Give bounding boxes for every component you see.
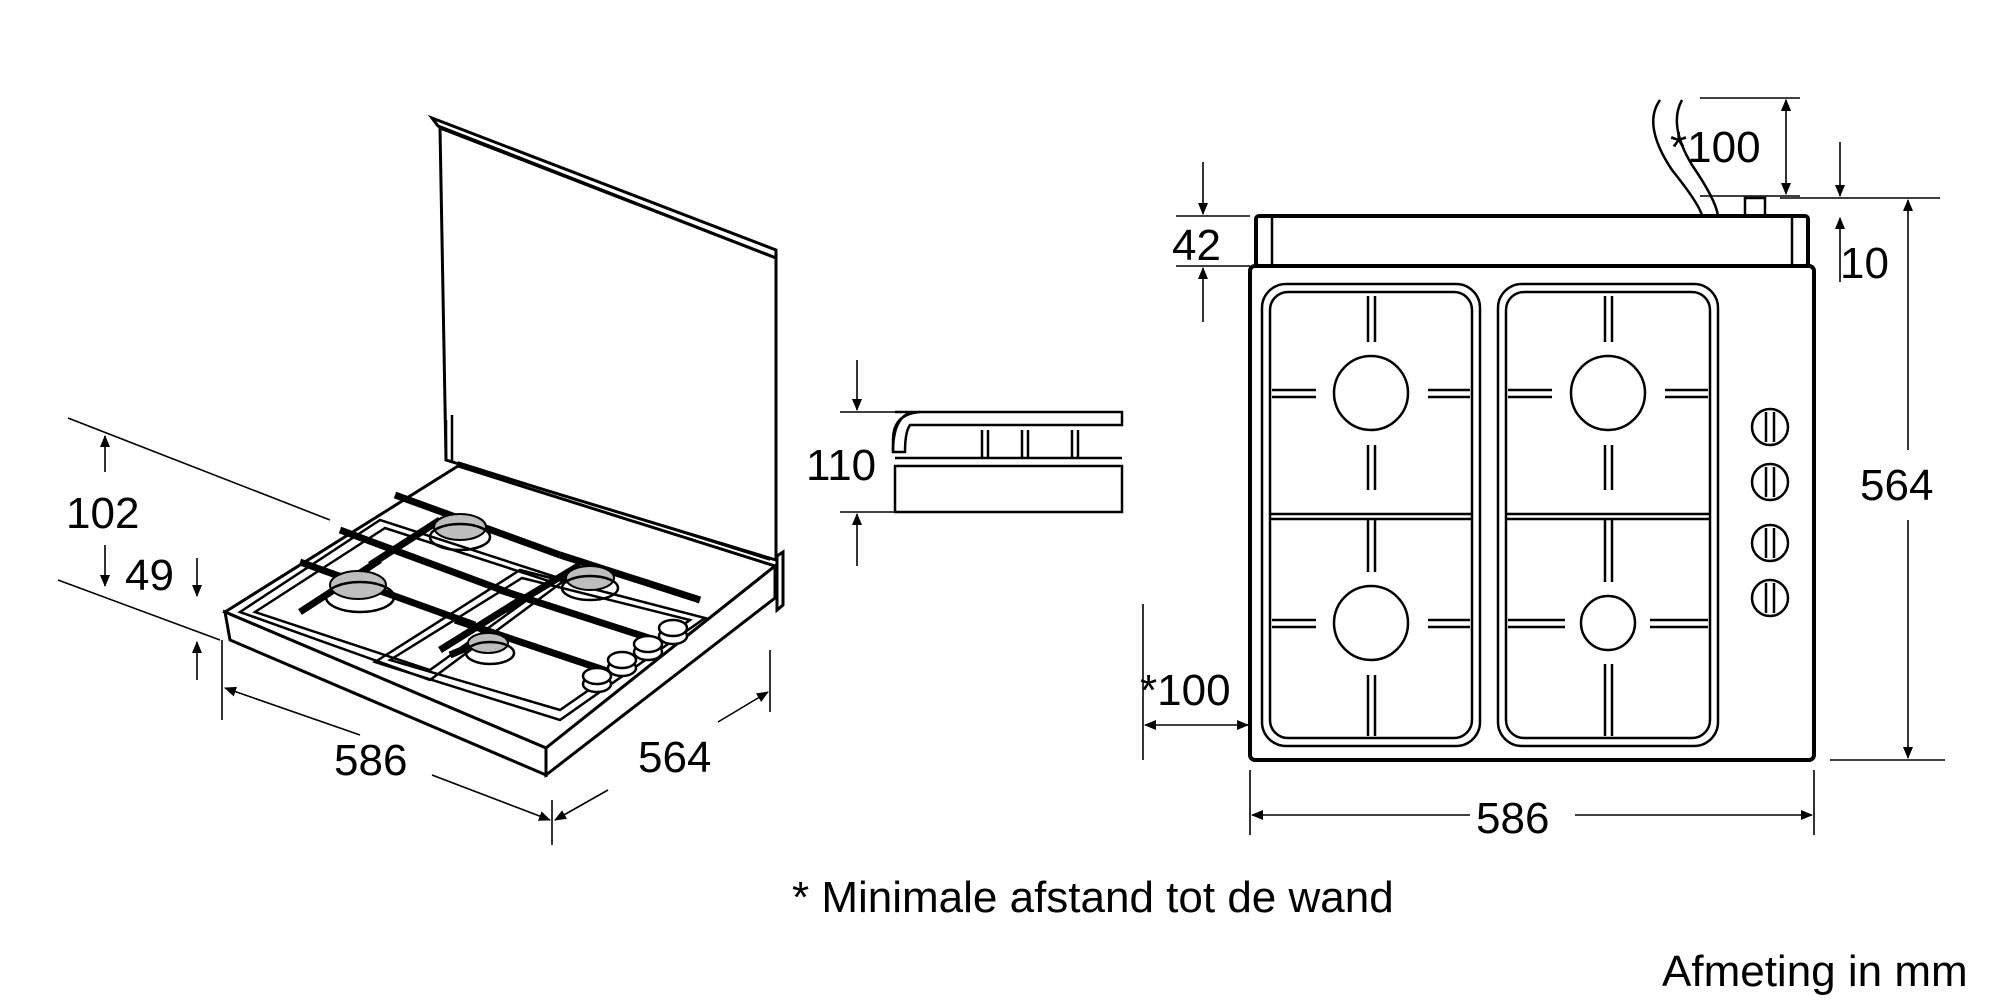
footnote: * Minimale afstand tot de wand <box>792 873 1394 922</box>
iso-width-label: 586 <box>334 736 407 785</box>
iso-lid <box>427 114 778 563</box>
top-cover-depth-label: 42 <box>1172 221 1221 270</box>
iso-hob-body <box>221 464 785 779</box>
top-burner-rear-left <box>1332 354 1410 432</box>
top-knobs <box>1750 407 1790 618</box>
top-view: 42 *100 10 564 *100 586 <box>1140 97 1945 843</box>
iso-depth-label: 564 <box>638 733 711 782</box>
iso-burner-front-left <box>324 570 396 614</box>
iso-height-base-label: 49 <box>125 551 174 600</box>
top-dimension-lines <box>1142 97 1945 835</box>
iso-dimension-lines <box>57 417 771 845</box>
iso-height-total-label: 102 <box>66 489 139 538</box>
top-clearance-rear-label: *100 <box>1670 123 1761 172</box>
top-burner-front-left <box>1332 584 1410 662</box>
top-clearance-side-label: *100 <box>1140 666 1231 715</box>
iso-knobs <box>581 618 689 694</box>
side-height-label: 110 <box>806 441 876 490</box>
iso-burner-front-right <box>464 632 516 666</box>
top-burner-rear-right <box>1569 354 1647 432</box>
iso-burner-rear-left <box>428 513 492 552</box>
isometric-view: 102 49 586 564 <box>57 114 785 845</box>
side-view: 110 <box>806 360 1124 566</box>
units-note: Afmeting in mm <box>1662 947 1968 996</box>
iso-burner-rear-right <box>560 565 620 602</box>
top-depth-label: 564 <box>1860 461 1933 510</box>
top-offset-label: 10 <box>1840 239 1889 288</box>
top-width-label: 586 <box>1476 794 1549 843</box>
top-burner-front-right <box>1579 594 1637 652</box>
